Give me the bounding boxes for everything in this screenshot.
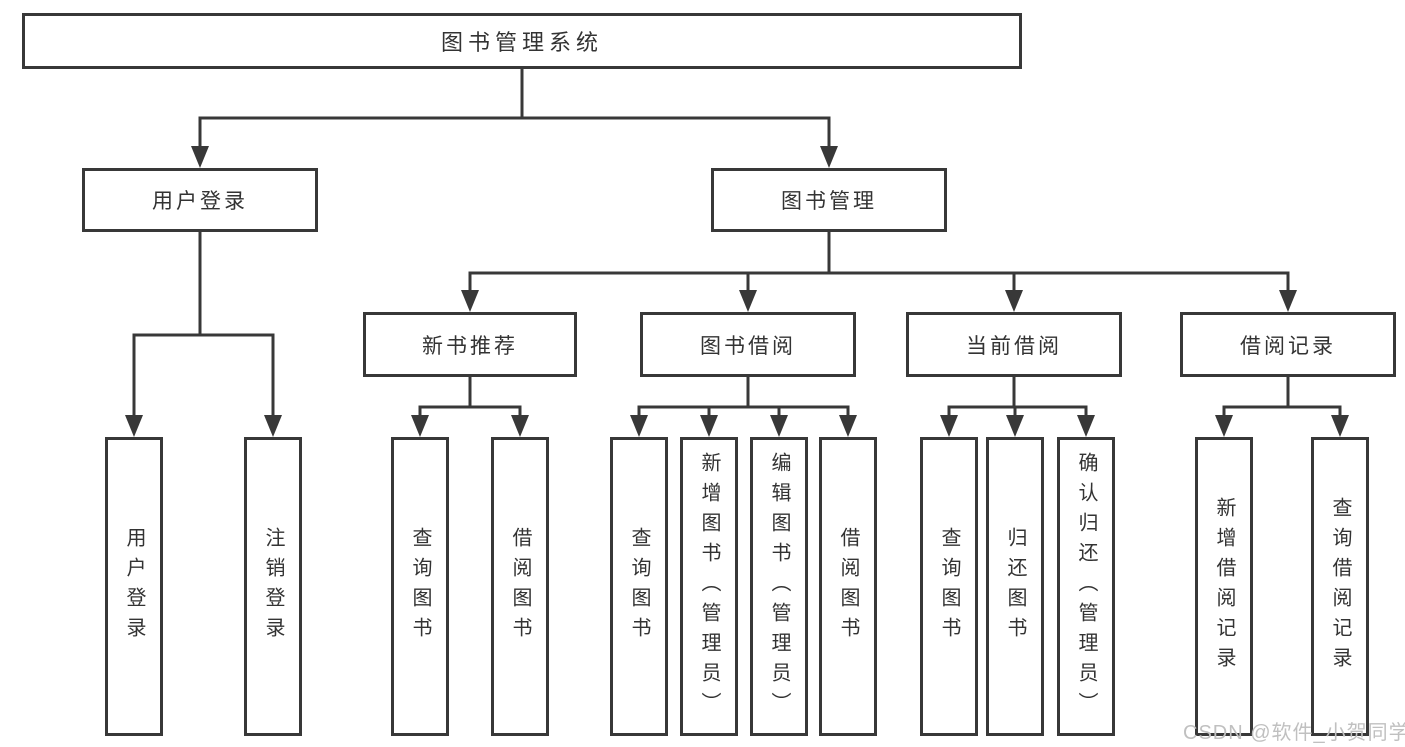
- node-user-login-leaf: 用户登录: [105, 437, 163, 736]
- node-query-books-2: 查询图书: [610, 437, 668, 736]
- arrowheads: [125, 146, 1349, 437]
- node-query-borrow-record: 查询借阅记录: [1311, 437, 1369, 736]
- node-add-books-admin: 新增图书（管理员）: [680, 437, 738, 736]
- node-current-borrowing: 当前借阅: [906, 312, 1122, 377]
- node-label: 查询图书: [938, 526, 960, 647]
- node-label: 编辑图书（管理员）: [768, 451, 790, 722]
- node-label: 查询图书: [628, 526, 650, 647]
- node-label: 注销登录: [262, 526, 284, 647]
- node-label: 新增借阅记录: [1213, 496, 1235, 677]
- node-label: 借阅图书: [509, 526, 531, 647]
- node-query-books-1: 查询图书: [391, 437, 449, 736]
- node-return-books: 归还图书: [986, 437, 1044, 736]
- node-label: 查询借阅记录: [1329, 496, 1351, 677]
- node-library-management-system: 图书管理系统: [22, 13, 1022, 69]
- node-add-borrow-record: 新增借阅记录: [1195, 437, 1253, 736]
- node-book-borrowing: 图书借阅: [640, 312, 856, 377]
- node-book-management: 图书管理: [711, 168, 947, 232]
- node-borrow-books-2: 借阅图书: [819, 437, 877, 736]
- node-borrow-books-1: 借阅图书: [491, 437, 549, 736]
- node-user-login: 用户登录: [82, 168, 318, 232]
- node-label: 查询图书: [409, 526, 431, 647]
- node-label: 用户登录: [123, 526, 145, 647]
- node-label: 归还图书: [1004, 526, 1026, 647]
- node-new-book-recommendation: 新书推荐: [363, 312, 577, 377]
- node-label: 确认归还（管理员）: [1075, 451, 1097, 722]
- csdn-watermark: CSDN @软件_小贺同学: [1183, 722, 1405, 744]
- node-borrowing-records: 借阅记录: [1180, 312, 1396, 377]
- node-label: 借阅图书: [837, 526, 859, 647]
- node-query-books-3: 查询图书: [920, 437, 978, 736]
- node-label: 新增图书（管理员）: [698, 451, 720, 722]
- node-logout: 注销登录: [244, 437, 302, 736]
- node-confirm-return-admin: 确认归还（管理员）: [1057, 437, 1115, 736]
- node-edit-books-admin: 编辑图书（管理员）: [750, 437, 808, 736]
